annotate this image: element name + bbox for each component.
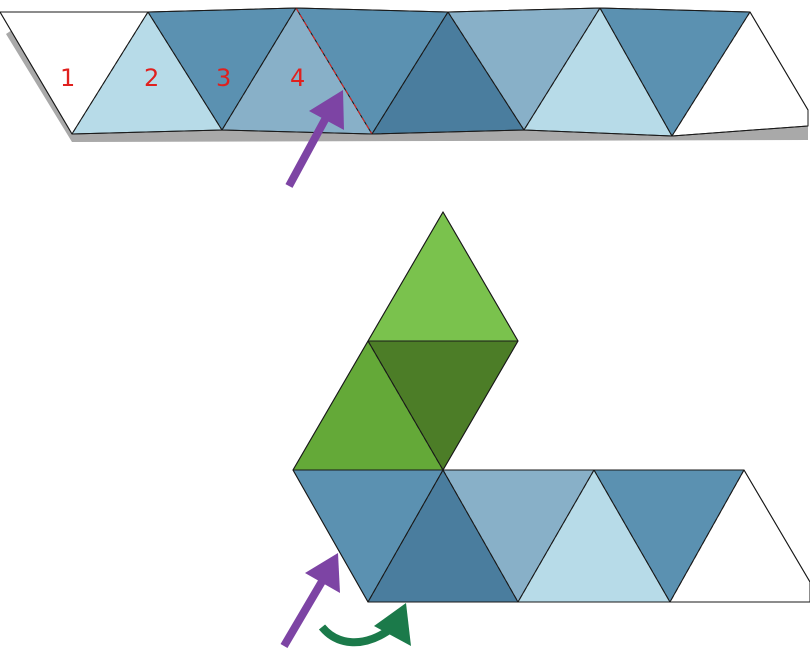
fold-line [442,469,519,603]
folded-figure [280,211,810,649]
strip-outline [0,7,809,111]
fold-line [147,11,223,131]
fold-line [367,340,444,471]
fold-line [517,469,595,603]
curved-green-arrow-icon [318,603,411,647]
strip-outline [0,11,809,137]
fold-line [447,11,525,131]
figure-outline [292,211,810,583]
fold-line [671,11,751,137]
face-label-4: 4 [290,64,305,92]
fold-line [367,469,444,603]
face-label-2: 2 [144,64,159,92]
face-label-1: 1 [60,64,75,92]
fold-line [669,469,745,603]
figure-outline [292,469,810,603]
fold-line [593,469,671,603]
fold-line-highlight [295,7,373,135]
face-label-3: 3 [216,64,231,92]
purple-arrow-icon [285,90,344,188]
fold-line [599,7,673,137]
purple-arrow-icon [280,553,340,649]
top-strip: 1 2 3 4 [0,7,809,188]
green-face-top [367,211,519,342]
